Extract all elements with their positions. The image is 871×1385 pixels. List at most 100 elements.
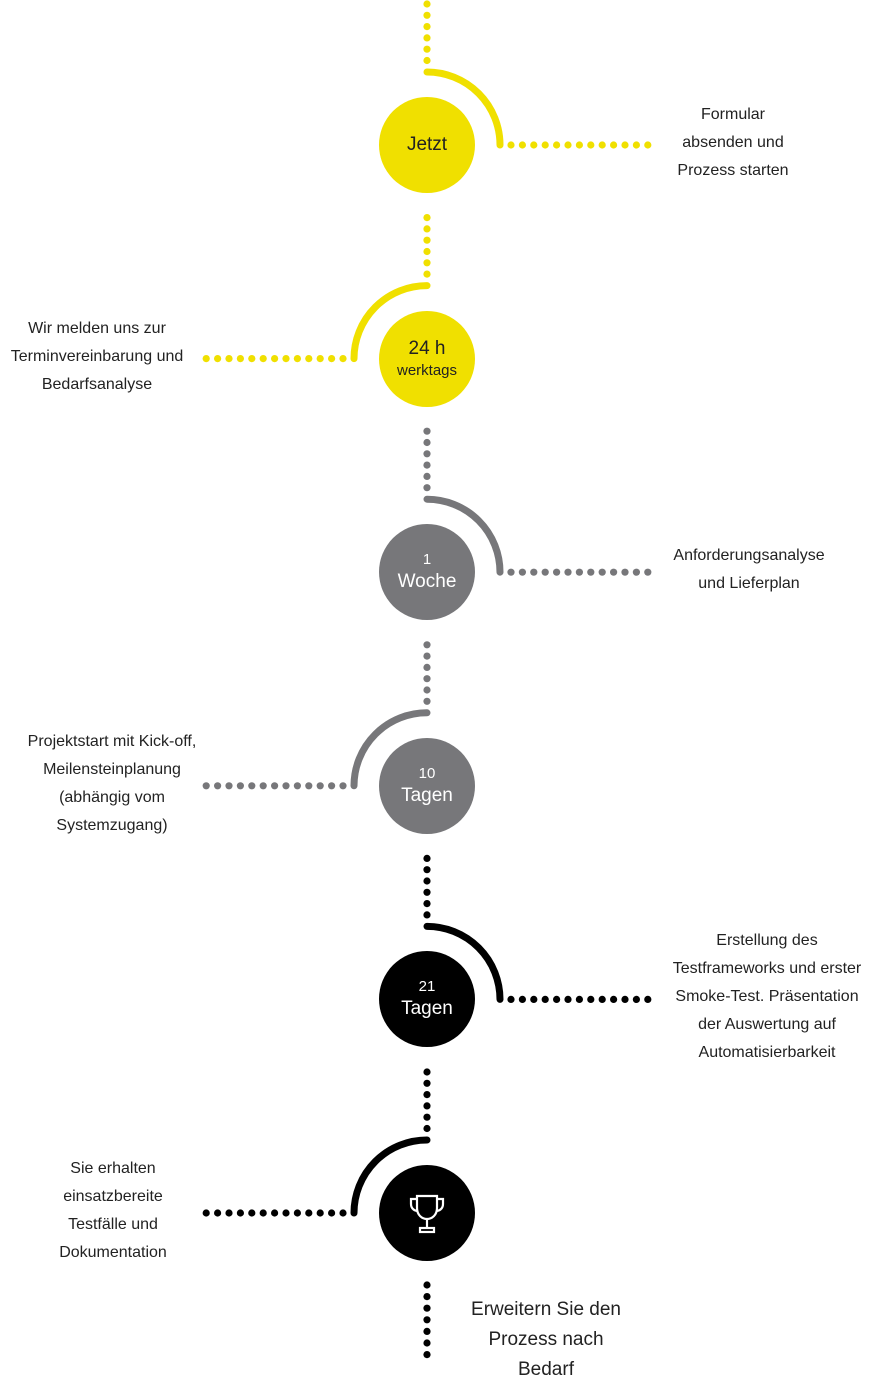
connector-dot [423, 1327, 431, 1335]
connector-arc [350, 282, 431, 363]
connector-dot [423, 675, 431, 683]
connector-dot [632, 141, 641, 149]
description-line: Systemzugang) [56, 816, 168, 834]
connector-dot [530, 141, 538, 149]
connector-arc [423, 922, 504, 1003]
connector-dot [248, 1209, 256, 1217]
step-time-main: Tagen [401, 998, 453, 1020]
connector-dot [507, 568, 515, 576]
step-time-main: 24 h [408, 337, 446, 359]
connector-dot [423, 270, 431, 278]
description-line: Smoke-Test. Präsentation [675, 988, 859, 1006]
connector-dot [644, 568, 652, 576]
description-line: (abhängig vom [59, 788, 165, 806]
connector-dot [282, 1209, 290, 1217]
connector-dot [328, 1209, 336, 1217]
connector-dot [423, 0, 431, 8]
connector-dot [423, 1351, 431, 1359]
step-time-main: Tagen [401, 784, 453, 806]
connector-dot [316, 355, 324, 363]
connector-dot [507, 995, 515, 1004]
connector-dot [553, 141, 561, 149]
trophy-icon [409, 1194, 445, 1234]
connector-dot [328, 355, 336, 363]
step-circle: 24 h werktags [379, 310, 475, 407]
connector-dot [644, 141, 652, 149]
connector-dot [339, 782, 347, 790]
connector-dot [610, 568, 618, 576]
step-time-sub: werktags [396, 361, 458, 379]
connector-dot [248, 355, 256, 363]
connector-dot [423, 911, 431, 919]
connector-dot [202, 782, 210, 790]
connector-dot [225, 782, 233, 790]
description-line: und Lieferplan [698, 575, 800, 593]
step-time-sub: 21 [418, 978, 436, 996]
connector-dot [423, 236, 431, 244]
connector-dot [236, 355, 244, 363]
description-line: Formular [700, 106, 765, 123]
connector-dot [423, 11, 431, 19]
connector-dot [214, 355, 222, 363]
connector-dot [225, 355, 233, 363]
connector-dot [305, 355, 313, 363]
connector-dot [598, 568, 606, 576]
connector-dot [293, 355, 301, 363]
connector-dot [259, 1209, 267, 1217]
connector-dot [423, 45, 431, 53]
connector-dot [541, 995, 549, 1004]
step-time-main: Woche [397, 571, 457, 593]
description-line: Automatisierbarkeit [698, 1044, 836, 1062]
connector-dot [423, 1079, 431, 1087]
connector-dot [282, 355, 290, 363]
connector-dot [248, 782, 256, 790]
connector-dot [423, 23, 431, 31]
connector-dot [316, 782, 324, 790]
connector-dot [423, 1339, 431, 1347]
connector-dot [632, 568, 641, 576]
connector-dot [553, 995, 561, 1004]
connector-dot [423, 900, 431, 908]
connector-dot [293, 782, 301, 790]
connector-dot [553, 568, 561, 576]
description-line: Sie erhalten [70, 1160, 156, 1177]
connector-dot [271, 355, 279, 363]
connector-dot [518, 568, 527, 576]
connector-dot [423, 1068, 431, 1076]
connector-dot [423, 1124, 431, 1133]
description-line: Anforderungsanalyse [673, 547, 825, 565]
description-line: Terminvereinbarung und [10, 347, 184, 365]
connector-dot [423, 663, 431, 672]
connector-dot [339, 355, 347, 363]
connector-dot [423, 1316, 431, 1324]
connector-dot [587, 568, 595, 576]
description-line: absenden und [682, 134, 784, 151]
connector-dot [282, 782, 290, 790]
connector-dot [598, 141, 606, 149]
step-circle: Jetzt [379, 97, 475, 193]
connector-dot [610, 141, 618, 149]
step-time-sub: 1 [422, 551, 432, 569]
connector-dot [423, 438, 431, 447]
connector-dot [541, 141, 549, 149]
connector-dot [423, 888, 431, 896]
connector-dot [564, 995, 572, 1004]
connector-dot [271, 1209, 279, 1217]
connector-dot [423, 1113, 431, 1121]
step-circle [379, 1165, 475, 1261]
connector-dot [610, 995, 618, 1004]
description-line: Erstellung des [716, 932, 818, 950]
step-description: Anforderungsanalyse und Lieferplan [624, 542, 871, 598]
connector-dot [423, 1281, 431, 1289]
connector-dot [423, 641, 431, 649]
description-line: einsatzbereite [63, 1188, 163, 1205]
connector-dot [621, 568, 629, 576]
connector-dot [423, 214, 431, 222]
connector-dot [423, 1102, 431, 1110]
connector-dot [423, 877, 431, 885]
connector-dot [587, 995, 595, 1004]
connector-dot [305, 782, 313, 790]
description-line: Projektstart mit Kick-off, [27, 732, 197, 750]
